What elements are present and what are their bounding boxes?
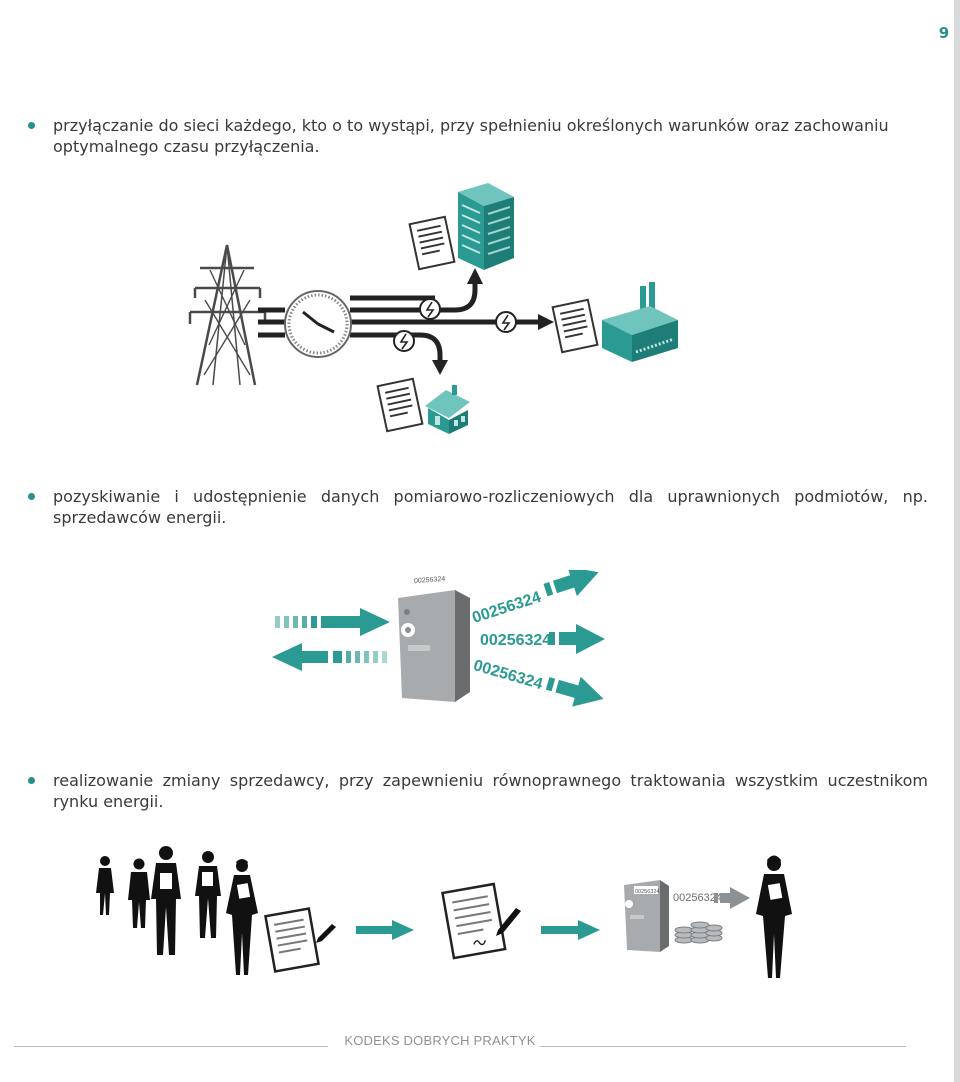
arrow-right-icon: [538, 314, 554, 330]
page-number: 9: [938, 24, 950, 42]
bullet-dot: [28, 493, 35, 500]
meter-display: 00256324: [414, 576, 445, 585]
pen-icon: [316, 924, 336, 943]
data-stream-label: 00256324: [480, 632, 551, 649]
arrow-right-icon: [541, 920, 600, 940]
lightning-icon: [495, 311, 517, 333]
arrow-down-icon: [432, 360, 448, 375]
arrow-right-icon: [356, 920, 414, 940]
arrow-up-icon: [467, 268, 483, 284]
bullet-dot: [28, 122, 35, 129]
contract-document-icon: [264, 907, 320, 973]
document-icon: [376, 377, 424, 433]
bullet-text: przyłączanie do sieci każdego, kto o to …: [53, 116, 889, 156]
power-pylon-icon: [188, 244, 267, 386]
office-building-icon: [458, 183, 514, 270]
meter-data-illustration: 00256324 00256324 00256324 00256324: [272, 570, 605, 707]
lightning-icon: [419, 298, 441, 320]
data-stream-arrows: 00256324 00256324 00256324: [470, 570, 605, 707]
lightning-icon: [393, 330, 415, 352]
stream-tick: [549, 632, 555, 645]
footer-rule: [540, 1046, 906, 1047]
contract-document-icon: [441, 882, 507, 960]
pen-icon: [496, 908, 521, 936]
bullet-text: pozyskiwanie i udostępnienie danych pomi…: [53, 487, 928, 527]
data-stream-label: 00256324: [471, 657, 544, 693]
arrow-right-icon: [576, 624, 605, 654]
arrow-right-icon: [714, 887, 750, 909]
people-group-icon: [96, 846, 258, 975]
meter-display: 00256324: [635, 889, 659, 895]
footer-label: KODEKS DOBRYCH PRAKTYK: [344, 1033, 536, 1048]
clock-icon: [284, 290, 352, 358]
person-with-document-icon: [756, 855, 792, 978]
coins-icon: [674, 921, 723, 944]
house-icon: [425, 385, 470, 434]
meter-reading-label: 00256324: [673, 892, 722, 904]
footer-rule: [14, 1046, 328, 1047]
bullet-text: realizowanie zmiany sprzedawcy, przy zap…: [53, 771, 928, 811]
page-edge-bar: [954, 0, 960, 1082]
data-stream-label: 00256324: [470, 589, 543, 627]
document-icon: [551, 298, 599, 354]
data-out-arrow: [272, 643, 387, 671]
grid-connection-illustration: [188, 183, 678, 434]
stream-bar: [559, 632, 579, 645]
data-in-arrow: [275, 608, 390, 636]
electricity-meter-icon: 00256324: [398, 570, 470, 702]
bullet-dot: [28, 777, 35, 784]
seller-change-illustration: 00256324 00256324: [96, 846, 792, 978]
electricity-meter-icon: 00256324: [624, 880, 669, 952]
document-icon: [408, 215, 456, 271]
factory-icon: [602, 278, 678, 362]
